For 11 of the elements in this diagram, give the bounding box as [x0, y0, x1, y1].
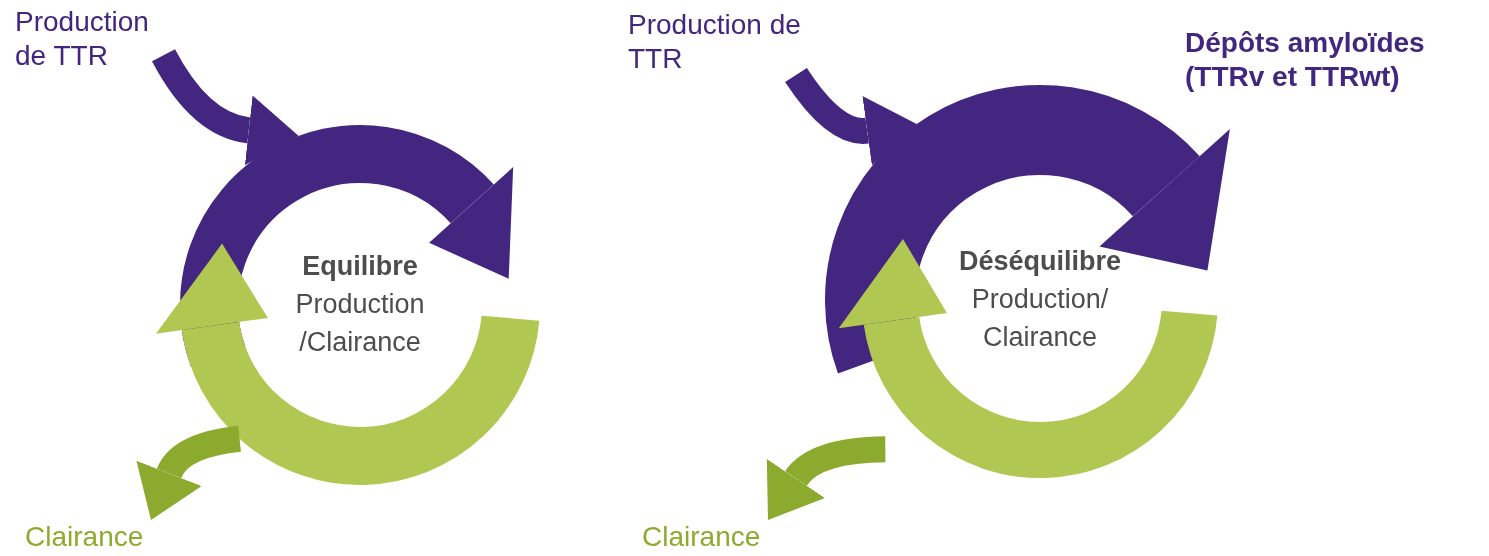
cycle-subtitle: Production /Clairance: [294, 288, 426, 359]
cycle-title: Equilibre: [302, 250, 418, 284]
cycle-subtitle: Production/ Clairance: [970, 283, 1110, 354]
curved-arrow: [137, 425, 242, 519]
deposit-note: Dépôts amyloïdes (TTRv et TTRwt): [1185, 26, 1426, 94]
term-label: Production de TTR: [628, 8, 838, 76]
term-label: Production de TTR: [15, 5, 180, 73]
term-label: Clairance: [642, 520, 782, 554]
cycle-title: Déséquilibre: [958, 245, 1122, 279]
curved-arrow: [152, 48, 299, 165]
term-label: Clairance: [25, 520, 165, 554]
